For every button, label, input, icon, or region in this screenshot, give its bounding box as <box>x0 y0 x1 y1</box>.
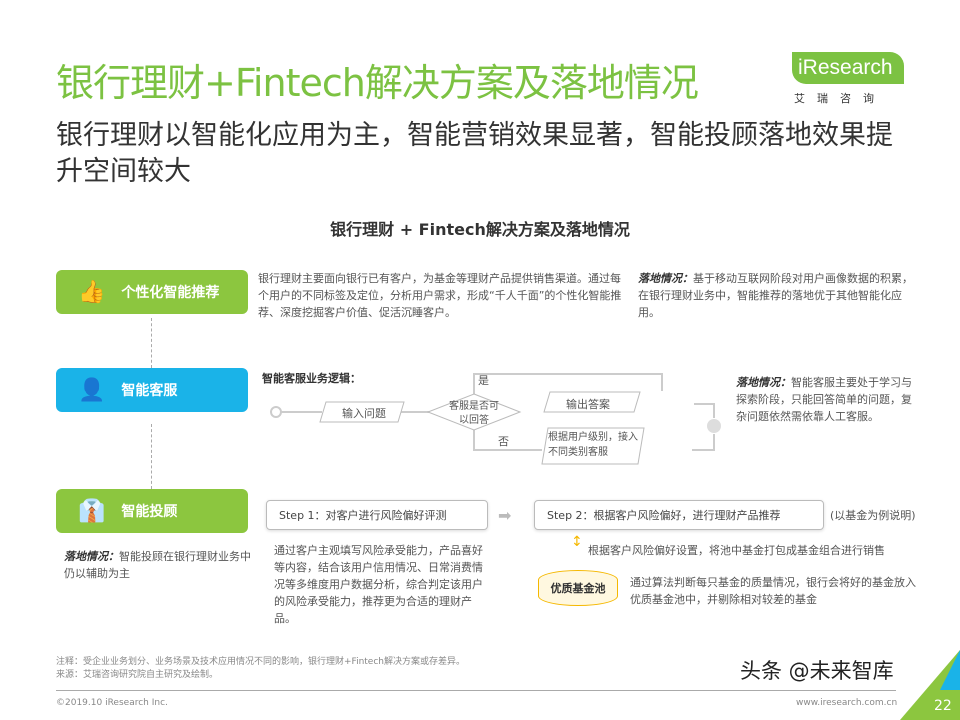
page-number: 22 <box>934 698 952 714</box>
customer-service-flowchart <box>270 373 721 465</box>
page-title: 银行理财+Fintech解决方案及落地情况 <box>56 61 699 105</box>
section-personalized-recommendation: 👍 个性化智能推荐 <box>56 270 248 314</box>
figure-title: 银行理财 + Fintech解决方案及落地情况 <box>330 220 630 239</box>
divider <box>56 690 896 691</box>
source: 来源：艾瑞咨询研究院自主研究及绘制。 <box>56 670 219 680</box>
thumbs-up-icon: 👍 <box>78 279 106 305</box>
recommendation-status: 落地情况：基于移动互联网阶段对用户画像数据的积累，在银行理财业务中，智能推荐的落… <box>638 272 913 319</box>
flow-no: 否 <box>498 435 509 448</box>
flow-yes: 是 <box>478 374 489 387</box>
connector <box>151 318 152 368</box>
step2-note: (以基金为例说明) <box>830 509 916 522</box>
flow-route: 根据用户级别，接入不同类别客服 <box>548 432 638 458</box>
connector <box>151 424 152 489</box>
logo: iResearch 艾瑞咨询 <box>792 52 910 110</box>
corner-decoration <box>900 650 960 720</box>
flow-input: 输入问题 <box>342 407 386 420</box>
fund-pool-description: 通过算法判断每只基金的质量情况，银行会将好的基金放入优质基金池中，并剔除相对较差… <box>630 576 916 606</box>
fund-pool: 优质基金池 <box>538 570 618 606</box>
recommendation-description: 银行理财主要面向银行已有客户，为基金等理财产品提供销售渠道。通过每个用户的不同标… <box>258 272 622 319</box>
flow-decision: 客服是否可以回答 <box>449 401 499 426</box>
footnote: 注释：受企业业务划分、业务场景及技术应用情况不同的影响，银行理财+Fintech… <box>56 657 465 667</box>
customer-service-status: 落地情况：智能客服主要处于学习与探索阶段，只能回答简单的问题，复杂问题依然需依靠… <box>736 376 912 423</box>
step1-description: 通过客户主观填写风险承受能力，产品喜好等内容，结合该用户信用情况、日常消费情况等… <box>274 544 483 625</box>
website: www.iresearch.com.cn <box>796 698 898 708</box>
advisor-icon: 👔 <box>78 498 106 524</box>
user-icon: 👤 <box>78 377 106 403</box>
step2-description: 根据客户风险偏好设置，将池中基金打包成基金组合进行销售 <box>588 544 885 557</box>
arrow-updown-icon: ↕ <box>571 534 583 550</box>
robo-advisor-status: 落地情况：智能投顾在银行理财业务中仍以辅助为主 <box>64 550 251 580</box>
step1-box: Step 1：对客户进行风险偏好评测 <box>266 500 488 530</box>
step2-box: Step 2：根据客户风险偏好，进行理财产品推荐 <box>534 500 824 530</box>
flow-title: 智能客服业务逻辑： <box>262 372 361 385</box>
arrow-right-icon: ➡ <box>498 506 512 525</box>
section-smart-customer-service: 👤 智能客服 <box>56 368 248 412</box>
copyright: ©2019.10 iResearch Inc. <box>56 698 168 708</box>
section-robo-advisor: 👔 智能投顾 <box>56 489 248 533</box>
flow-output: 输出答案 <box>566 398 610 411</box>
watermark: 头条 @未来智库 <box>740 659 894 683</box>
page-subtitle: 银行理财以智能化应用为主，智能营销效果显著，智能投顾落地效果提升空间较大 <box>56 120 893 187</box>
